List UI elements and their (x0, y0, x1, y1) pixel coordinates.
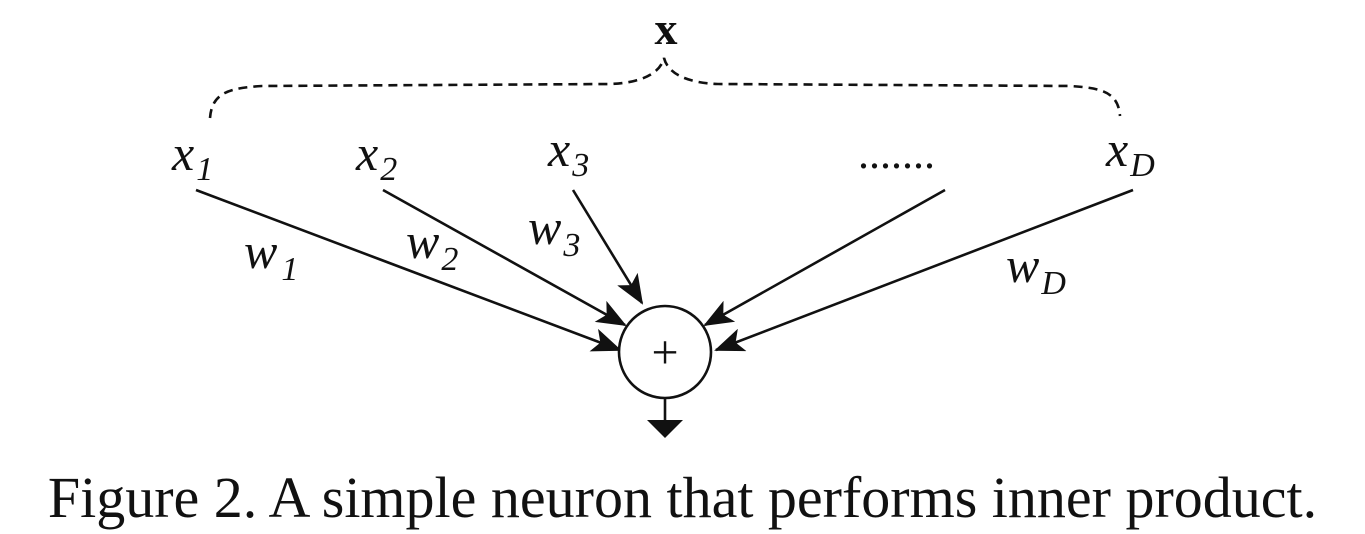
input-xD-sub: D (1129, 147, 1155, 184)
edge-ellipsis (703, 188, 946, 327)
weight-label-wD: wD (1006, 237, 1066, 302)
weight-w2-sub: 2 (441, 241, 458, 278)
input-x1-sub: 1 (196, 151, 213, 188)
input-brace (208, 57, 1122, 119)
weight-w3-sub: 3 (562, 227, 580, 264)
weight-wD-sub: D (1040, 265, 1066, 302)
figure-caption: Figure 2. A simple neuron that performs … (47, 465, 1318, 530)
input-xD-base: x (1105, 121, 1128, 177)
weight-wD-base: w (1006, 237, 1039, 293)
summation-symbol: + (651, 326, 678, 379)
input-x3-base: x (547, 121, 570, 177)
edge-x2 (382, 188, 627, 327)
input-label-x2: x2 (355, 125, 397, 188)
input-x2-sub: 2 (380, 151, 397, 188)
vector-label: x (655, 3, 678, 54)
weight-w3-base: w (528, 199, 561, 255)
weight-w1-sub: 1 (281, 251, 298, 288)
edge-x1 (195, 188, 622, 352)
weight-label-w3: w3 (528, 199, 580, 264)
edge-x3 (571, 189, 644, 305)
input-label-x1: x1 (171, 125, 213, 188)
weight-w1-base: w (244, 223, 277, 279)
input-x2-base: x (355, 125, 378, 181)
input-label-x3: x3 (547, 121, 589, 184)
input-label-xD: xD (1105, 121, 1155, 184)
weight-w2-base: w (406, 213, 439, 269)
output-arrowhead (647, 420, 683, 438)
weight-label-w2: w2 (406, 213, 458, 278)
edge-xD (714, 188, 1134, 352)
input-label-ellipsis: ....... (858, 129, 935, 178)
input-x3-sub: 3 (571, 147, 589, 184)
input-x1-base: x (171, 125, 194, 181)
